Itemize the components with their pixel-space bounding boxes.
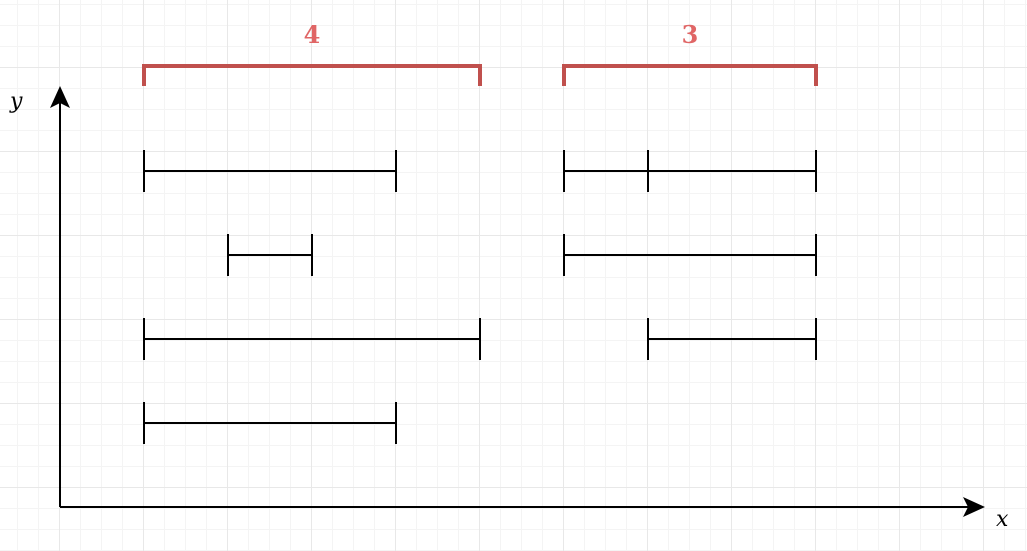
- interval-segment: [143, 318, 481, 360]
- interval-segment: [647, 318, 817, 360]
- y-axis-arrowhead: [50, 86, 70, 108]
- interval-group-right: 3: [562, 20, 818, 360]
- x-axis-arrowhead: [963, 497, 985, 517]
- count-bracket: [562, 64, 818, 86]
- x-axis-label: x: [996, 507, 1009, 532]
- count-label: 3: [682, 20, 699, 49]
- interval-segment: [563, 234, 817, 276]
- count-bracket: [142, 64, 482, 86]
- interval-group-left: 4: [142, 20, 482, 444]
- interval-segment: [143, 402, 397, 444]
- y-axis-label: y: [9, 89, 23, 114]
- interval-segment: [563, 150, 817, 192]
- interval-segment: [227, 234, 313, 276]
- count-label: 4: [304, 20, 321, 49]
- interval-segment: [143, 150, 397, 192]
